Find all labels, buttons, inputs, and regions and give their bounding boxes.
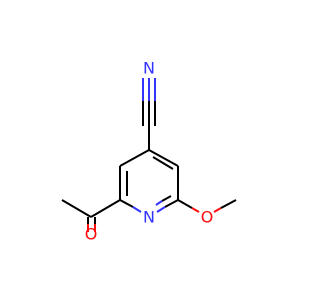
carbonyl-to-methyl xyxy=(61,199,92,218)
c6-to-ether-oxygen-part xyxy=(191,207,200,213)
bonds xyxy=(61,78,237,232)
ring-bond-c2-n-nitrogen xyxy=(132,206,142,213)
ring-bond-c4-c5 xyxy=(148,149,179,167)
pyridine-nitrogen-label: N xyxy=(143,208,155,227)
ether-oxygen-to-methyl-carbon-part xyxy=(220,199,237,209)
c6-to-ether-carbon-part xyxy=(177,199,193,209)
atom-labels: N N O O xyxy=(85,59,214,244)
carbonyl-oxygen-label: O xyxy=(85,225,98,244)
ring-bond-c6-n-inner-nitrogen xyxy=(155,200,163,206)
nitrile-nitrogen-label: N xyxy=(143,59,155,78)
ring-bond-c6-n-carbon xyxy=(164,199,179,208)
ring-bond-c2-n-carbon xyxy=(119,199,134,208)
c2-to-carbonyl-carbon xyxy=(90,199,121,218)
molecule-structure: N N O O xyxy=(61,59,237,244)
ring-bond-c6-n-nitrogen xyxy=(156,206,166,213)
ring-bond-c6-n-inner-carbon xyxy=(161,195,172,202)
ether-oxygen-label: O xyxy=(201,208,214,227)
ether-oxygen-to-methyl-oxygen-part xyxy=(213,207,222,213)
ring-bond-c4-c5-inner xyxy=(152,156,174,170)
ring-bond-c4-c3 xyxy=(119,149,150,167)
nitrile-triple-bond xyxy=(142,78,156,126)
